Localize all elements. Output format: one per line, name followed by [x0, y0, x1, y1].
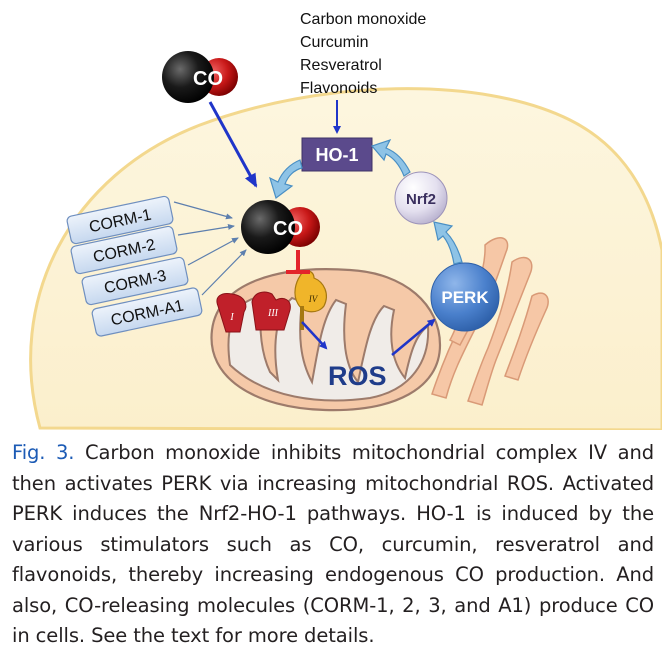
ho1-box: HO-1: [301, 137, 373, 172]
co-entry-arrow: [208, 101, 258, 188]
complex-iv: IV: [294, 270, 327, 330]
svg-text:HO-1: HO-1: [315, 145, 358, 165]
perk-node: PERK: [430, 262, 500, 332]
stimulators-list: Carbon monoxide Curcumin Resveratrol Fla…: [300, 11, 426, 97]
svg-text:Nrf2: Nrf2: [406, 191, 436, 208]
co-molecule-internal: CO: [241, 200, 320, 254]
stimulator-item: Flavonoids: [300, 80, 377, 97]
complex-i: I: [216, 293, 247, 333]
corm-box-a1: CORM-A1: [91, 287, 203, 337]
stimulator-item: Curcumin: [300, 34, 368, 51]
svg-text:IV: IV: [308, 294, 319, 304]
complex-to-ros-arrow: [301, 321, 328, 350]
complex-iii: III: [251, 291, 291, 331]
pathway-diagram: I III IV ROS PERK Nrf2 HO-1 Carbon mo: [29, 11, 662, 430]
figure-caption: Fig. 3. Carbon monoxide inhibits mitocho…: [12, 438, 654, 652]
nrf2-to-ho1-arrow: [370, 138, 411, 177]
corm-arrows: [173, 201, 247, 296]
svg-text:III: III: [267, 308, 279, 319]
ho1-to-co-arrow: [269, 159, 303, 199]
corm-boxes: CORM-1 CORM-2 CORM-3 CORM-A1: [66, 195, 203, 337]
corm-box-1: CORM-1: [66, 195, 174, 245]
nrf2-node: Nrf2: [394, 171, 448, 225]
perk-to-nrf2-arrow: [433, 221, 463, 265]
ros-to-perk-arrow: [391, 318, 436, 356]
stimulator-item: Carbon monoxide: [300, 11, 426, 28]
stimulator-item: Resveratrol: [300, 57, 382, 74]
cell-membrane: [29, 87, 662, 430]
inhibition-bar: [286, 250, 310, 274]
figure-label: Fig. 3.: [12, 441, 75, 464]
co-molecule-external: CO: [162, 51, 238, 103]
svg-text:I: I: [229, 312, 234, 323]
svg-text:CO: CO: [273, 218, 303, 240]
caption-text: Carbon monoxide inhibits mitochondrial c…: [12, 441, 654, 647]
svg-text:PERK: PERK: [441, 288, 489, 307]
svg-text:CO: CO: [193, 68, 223, 90]
cycle-arrows: [269, 138, 463, 265]
ros-label: ROS: [328, 361, 387, 391]
